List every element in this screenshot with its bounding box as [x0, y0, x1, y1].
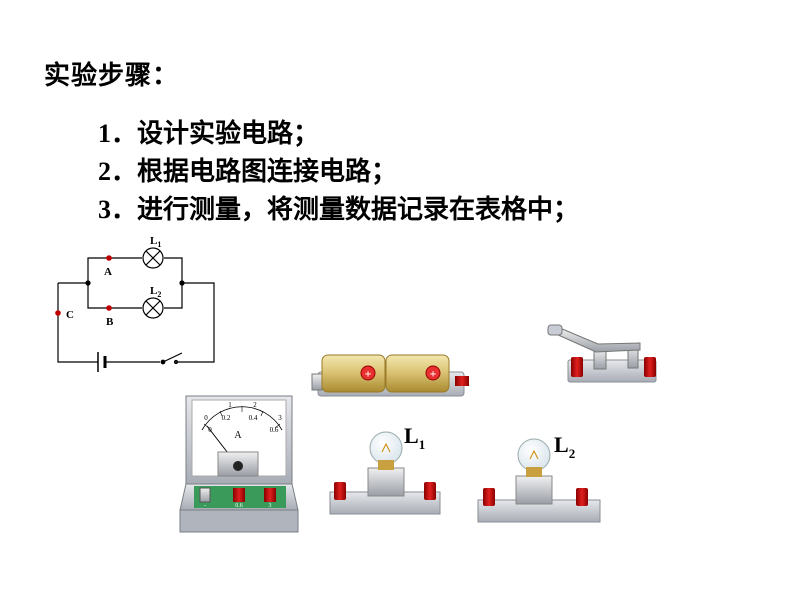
bulb-l1: L1	[329, 423, 441, 515]
battery-cell	[321, 354, 386, 393]
terminal-label: -	[204, 503, 206, 509]
ammeter-unit-label: A	[234, 430, 242, 441]
battery-symbol	[97, 352, 160, 372]
step-number: 1．	[98, 119, 138, 148]
scale-bottom-tick: 0.4	[249, 414, 258, 422]
junction-dot	[179, 280, 185, 286]
step-text: 设计实验电路；	[137, 119, 320, 149]
point-c-label: C	[66, 309, 74, 321]
switch-symbol	[160, 352, 183, 365]
scale-bottom-tick: 0.6	[270, 426, 279, 434]
scale-top-tick: 0	[204, 414, 208, 422]
step-item: 1．设计实验电路；	[98, 115, 579, 153]
knife-switch	[547, 324, 657, 383]
battery-cell	[385, 354, 450, 393]
bulb-glass	[517, 438, 551, 472]
circuit-diagram	[57, 247, 215, 372]
lamp-l2-symbol	[142, 297, 164, 319]
point-b-dot	[106, 305, 112, 311]
lamp-l1-label: L1	[150, 235, 161, 249]
switch-blade	[555, 327, 641, 353]
bulb-l2-label: L2	[554, 432, 575, 461]
point-a-label: A	[104, 266, 112, 278]
wire-branch2-right	[164, 283, 183, 309]
scale-top-tick: 2	[253, 401, 257, 409]
point-b-label: B	[106, 316, 114, 328]
bulb-glass	[369, 431, 403, 465]
positive-sign: +	[430, 367, 437, 381]
bulb-l1-label: L1	[404, 423, 425, 452]
terminal-0-6	[233, 488, 245, 502]
step-item: 3．进行测量，将测量数据记录在表格中；	[98, 191, 579, 229]
terminal-label: 0.6	[235, 503, 243, 509]
bulb-l2: L2	[477, 432, 601, 523]
battery-pack: + +	[311, 354, 469, 397]
terminal-label: 3	[269, 503, 272, 509]
ammeter: 0 1 2 3 0 0.2 0.4 0.6 A - 0.6 3	[179, 395, 299, 533]
lamp-l2-label: L2	[150, 285, 161, 299]
measurement-points	[55, 255, 112, 316]
wire-top-left	[58, 257, 142, 284]
step-number: 3．	[98, 195, 138, 224]
switch-handle	[547, 324, 563, 336]
step-list: 1．设计实验电路； 2．根据电路图连接电路； 3．进行测量，将测量数据记录在表格…	[98, 115, 579, 229]
step-item: 2．根据电路图连接电路；	[98, 153, 579, 191]
scale-bottom-tick: 0.2	[222, 414, 231, 422]
wire-branch2-left	[87, 283, 142, 309]
terminal-negative	[199, 487, 211, 503]
wire-top-right	[164, 257, 215, 363]
step-text: 根据电路图连接电路；	[137, 157, 398, 187]
step-number: 2．	[98, 157, 138, 186]
junction-dot	[85, 280, 91, 286]
section-heading: 实验步骤：	[44, 61, 180, 91]
point-a-dot	[106, 255, 112, 261]
wire-left	[57, 283, 98, 363]
positive-sign: +	[365, 367, 372, 381]
scale-top-tick: 1	[228, 401, 232, 409]
positive-icon	[425, 365, 441, 381]
point-c-dot	[55, 310, 61, 316]
scale-top-tick: 3	[278, 414, 282, 422]
step-text: 进行测量，将测量数据记录在表格中；	[137, 195, 580, 225]
terminal-3	[264, 488, 276, 502]
lamp-l1-symbol	[142, 247, 164, 269]
positive-icon	[360, 365, 376, 381]
